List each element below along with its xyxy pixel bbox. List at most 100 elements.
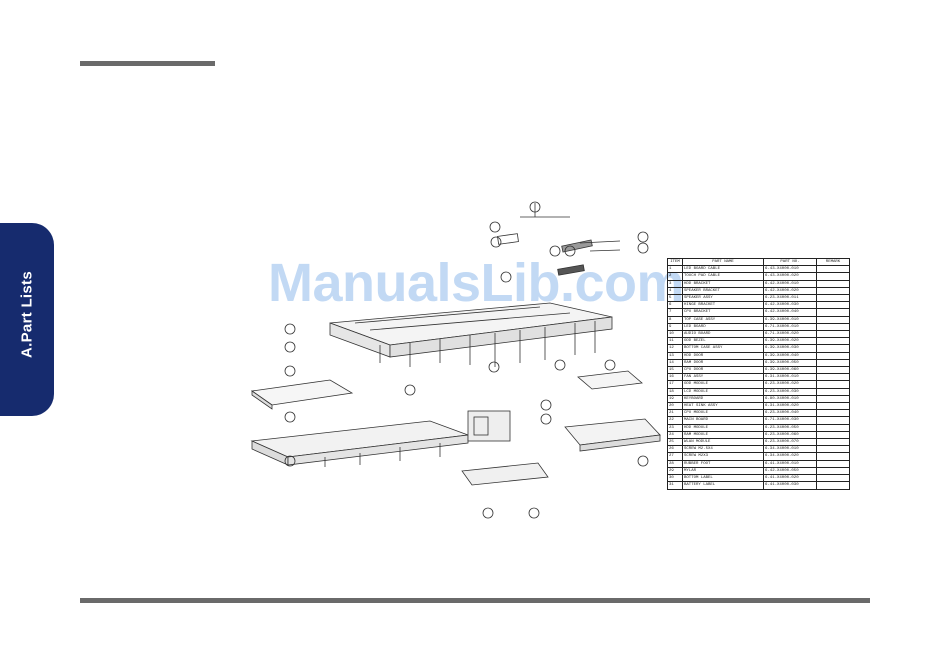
table-cell: SCREW M2X3 — [682, 452, 764, 461]
table-header-cell: PART NO. — [763, 257, 817, 267]
table-cell — [816, 344, 850, 353]
side-tab-label: A.Part Lists — [18, 271, 36, 358]
table-cell — [816, 265, 850, 274]
table-cell — [816, 330, 850, 339]
table-cell: KEYBOARD — [682, 394, 764, 404]
table-cell: 10 — [667, 330, 683, 339]
table-cell — [816, 409, 850, 418]
table-cell: 29 — [667, 466, 683, 476]
table-cell: ODD BEZEL — [682, 337, 764, 346]
table-cell — [816, 373, 850, 382]
table-cell — [816, 474, 850, 483]
table-cell: 16 — [667, 373, 683, 382]
table-cell: CPU DOOR — [682, 366, 764, 375]
table-cell — [816, 402, 850, 411]
table-cell — [816, 358, 850, 368]
table-cell: FAN ASSY — [682, 373, 764, 382]
table-cell — [816, 466, 850, 476]
table-cell: 5 — [667, 294, 683, 303]
table-cell: 1 — [667, 265, 683, 274]
table-cell: 21 — [667, 409, 683, 418]
table-cell — [816, 294, 850, 303]
table-cell: 6-42-X4000-010 — [763, 279, 817, 288]
table-cell — [816, 438, 850, 447]
table-header-cell: PART NAME — [682, 257, 764, 267]
table-cell: HDD MODULE — [682, 423, 764, 432]
table-cell: BATTERY LABEL — [682, 481, 764, 490]
table-cell: 6-23-X4000-070 — [763, 438, 817, 447]
table-cell: 6-39-X4000-060 — [763, 366, 817, 375]
table-cell: 12 — [667, 344, 683, 353]
table-cell: 6-42-X4000-020 — [763, 286, 817, 296]
table-cell: 6-31-X4000-010 — [763, 373, 817, 382]
table-cell: 17 — [667, 380, 683, 389]
table-cell — [816, 351, 850, 360]
table-cell — [816, 445, 850, 454]
table-cell: 6-23-X4000-030 — [763, 387, 817, 396]
table-cell: 18 — [667, 387, 683, 396]
side-tab-part-lists[interactable]: A.Part Lists — [0, 223, 54, 416]
table-cell: 6-23-X4000-020 — [763, 380, 817, 389]
table-cell: 6-39-X4000-050 — [763, 358, 817, 368]
table-cell: 6-39-X4000-030 — [763, 344, 817, 353]
table-cell: 28 — [667, 459, 683, 468]
watermark-text: ManualsLib.com — [268, 253, 685, 313]
table-cell — [816, 387, 850, 396]
table-cell: HEAT SINK ASSY — [682, 402, 764, 411]
table-cell: 26 — [667, 445, 683, 454]
table-cell: LCD MODULE — [682, 387, 764, 396]
table-cell: 6-23-X4000-050 — [763, 423, 817, 432]
table-cell: BOTTOM CASE ASSY — [682, 344, 764, 353]
table-cell: 6-42-X4000-050 — [763, 466, 817, 476]
table-cell: MAIN BOARD — [682, 416, 764, 425]
table-cell — [816, 272, 850, 281]
table-cell — [816, 322, 850, 332]
table-cell: SPEAKER ASSY — [682, 294, 764, 303]
table-cell: 9 — [667, 322, 683, 332]
table-cell: ODD MODULE — [682, 380, 764, 389]
table-cell: CPU MODULE — [682, 409, 764, 418]
table-cell — [816, 430, 850, 440]
table-cell: 6-71-X4000-010 — [763, 322, 817, 332]
table-cell: HDD DOOR — [682, 351, 764, 360]
table-cell: AUDIO BOARD — [682, 330, 764, 339]
table-cell: 24 — [667, 430, 683, 440]
header-rule — [80, 61, 215, 66]
table-cell — [816, 308, 850, 317]
table-cell: 31 — [667, 481, 683, 490]
table-cell: 6-42-X4000-040 — [763, 308, 817, 317]
table-cell: 22 — [667, 416, 683, 425]
table-cell: 6-23-X4000-060 — [763, 430, 817, 440]
table-cell: 30 — [667, 474, 683, 483]
table-cell: 15 — [667, 366, 683, 375]
table-cell: 8 — [667, 315, 683, 324]
table-cell: 13 — [667, 351, 683, 360]
table-cell — [816, 423, 850, 432]
table-cell: 19 — [667, 394, 683, 404]
table-cell: 6-34-X4000-020 — [763, 452, 817, 461]
table-cell: 6-41-X4000-030 — [763, 481, 817, 490]
table-cell: 6-43-X4000-020 — [763, 272, 817, 281]
table-cell: LED BOARD — [682, 322, 764, 332]
table-cell — [816, 452, 850, 461]
table-cell — [816, 315, 850, 324]
table-cell: CPU BRACKET — [682, 308, 764, 317]
table-cell — [816, 337, 850, 346]
table-cell — [816, 301, 850, 310]
